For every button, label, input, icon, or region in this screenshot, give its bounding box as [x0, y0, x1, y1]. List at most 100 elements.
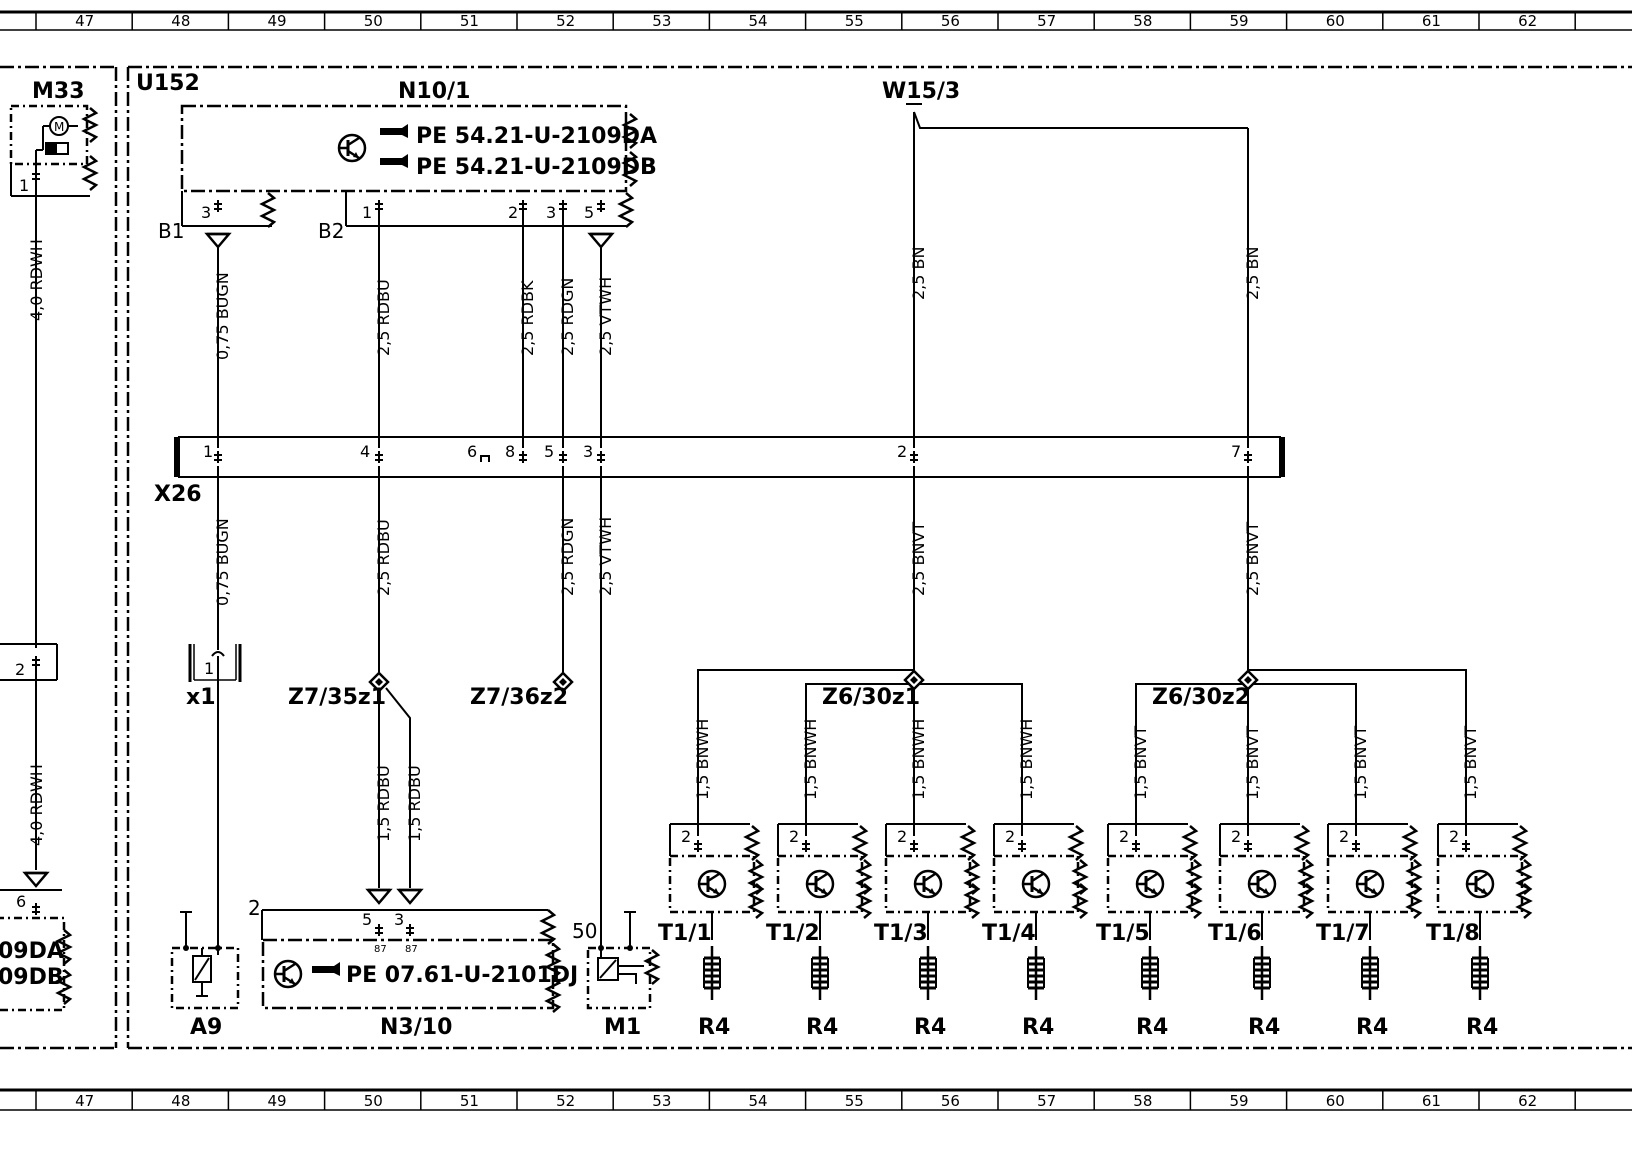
column-number: 49 [268, 12, 287, 30]
x26-label: X26 [154, 482, 202, 507]
pin-number: 2 [1119, 827, 1129, 846]
transistor-icon [913, 869, 943, 899]
svg-text:2,5 BN: 2,5 BN [1243, 247, 1262, 300]
transistor-label: T1/8 [1426, 921, 1480, 946]
svg-text:2,5 RDBK: 2,5 RDBK [518, 280, 537, 356]
transistor-icon [805, 869, 835, 899]
svg-text:1: 1 [362, 203, 372, 222]
svg-text:2: 2 [897, 442, 907, 461]
resistor-icon [1360, 944, 1380, 1002]
wires-upper [217, 111, 1249, 448]
column-number: 53 [652, 12, 671, 30]
component-x26: X26 1 4 6 8 5 3 2 7 [154, 436, 1285, 507]
svg-text:1,5 RDBU: 1,5 RDBU [405, 765, 424, 842]
transistor-icon [697, 869, 727, 899]
resistor-label: R4 [1022, 1015, 1054, 1040]
wire-label: 1,5 BNWH [801, 719, 820, 800]
x1-label: x1 [186, 685, 216, 710]
svg-text:3: 3 [394, 910, 404, 929]
wire-label: 1,5 BNVT [1243, 726, 1262, 800]
svg-text:2: 2 [508, 203, 518, 222]
transistor-module: 1,5 BNVT 2T1/7R4 [1316, 722, 1422, 1040]
wire-m33-top: 4,0 RDWH [27, 239, 46, 321]
column-number: 49 [268, 1092, 287, 1110]
transistor-icon [1135, 869, 1165, 899]
resistor-label: R4 [1248, 1015, 1280, 1040]
transistor-label: T1/2 [766, 921, 820, 946]
svg-text:2,5 BNVT: 2,5 BNVT [909, 522, 928, 596]
n3-10-label: N3/10 [380, 1015, 452, 1040]
column-number: 59 [1230, 1092, 1249, 1110]
svg-text:8: 8 [505, 442, 515, 461]
svg-text:2,5 VTWH: 2,5 VTWH [596, 277, 615, 356]
resistor-icon [1140, 944, 1160, 1002]
svg-text:2,5 RDBU: 2,5 RDBU [374, 519, 393, 596]
m33-pin-6: 6 [16, 892, 26, 911]
pin-number: 2 [897, 827, 907, 846]
wire-label: 1,5 BNWH [1017, 719, 1036, 800]
resistor-icon [918, 944, 938, 1002]
frame [0, 65, 1632, 1050]
column-number: 52 [556, 1092, 575, 1110]
pin-number: 2 [681, 827, 691, 846]
component-x1: 1 x1 [186, 644, 242, 955]
column-number: 56 [941, 1092, 960, 1110]
transistor-label: T1/5 [1096, 921, 1150, 946]
column-number: 55 [845, 12, 864, 30]
w15-3-label: W15/3 [882, 79, 960, 104]
splice-z7-35z1: Z7/35z1 [288, 671, 411, 888]
transistor-label: T1/1 [658, 921, 712, 946]
svg-text:PE 07.61-U-2101DJ: PE 07.61-U-2101DJ [346, 963, 578, 988]
column-number: 54 [749, 12, 768, 30]
transistor-label: T1/6 [1208, 921, 1262, 946]
column-number: 61 [1422, 1092, 1441, 1110]
svg-text:5: 5 [362, 910, 372, 929]
svg-text:Z6/30z2: Z6/30z2 [1152, 685, 1250, 710]
u152-label: U152 [136, 71, 200, 96]
resistor-icon [810, 944, 830, 1002]
left-ref-2: 09DB [0, 965, 64, 990]
svg-text:1,5 RDBU: 1,5 RDBU [374, 765, 393, 842]
column-number: 60 [1326, 12, 1345, 30]
component-m33: M33 M 1 4,0 RDWH 2 4,0 RDWH 6 [0, 79, 98, 1012]
svg-text:Z6/30z1: Z6/30z1 [822, 685, 920, 710]
wire-label: 1,5 BNVT [1351, 726, 1370, 800]
transistor-label: T1/7 [1316, 921, 1370, 946]
m33-label: M33 [32, 79, 85, 104]
column-number: 56 [941, 12, 960, 30]
n10-1-ref-2: PE 54.21-U-2109DB [416, 155, 657, 180]
svg-text:5: 5 [584, 203, 594, 222]
pin-number: 2 [1339, 827, 1349, 846]
column-number: 57 [1037, 1092, 1056, 1110]
pin-number: 2 [1005, 827, 1015, 846]
column-number: 48 [171, 1092, 190, 1110]
left-ref-1: 09DA [0, 939, 64, 964]
resistor-label: R4 [806, 1015, 838, 1040]
resistor-icon [1470, 944, 1490, 1002]
pin-number: 2 [1449, 827, 1459, 846]
wire-label: 1,5 BNWH [909, 719, 928, 800]
resistor-icon [1252, 944, 1272, 1002]
column-number: 47 [75, 1092, 94, 1110]
svg-text:50: 50 [572, 919, 597, 943]
column-number: 51 [460, 1092, 479, 1110]
column-number: 58 [1133, 12, 1152, 30]
wire-label: 1,5 BNVT [1461, 726, 1480, 800]
wire-label: 1,5 BNVT [1131, 726, 1150, 800]
svg-text:87: 87 [374, 944, 387, 955]
a9-label: A9 [190, 1015, 222, 1040]
transistor-icon [1247, 869, 1277, 899]
svg-text:1: 1 [203, 442, 213, 461]
component-a9: A9 [170, 911, 240, 1040]
resistor-icon [1026, 944, 1046, 1002]
resistor-label: R4 [1356, 1015, 1388, 1040]
component-n3-10: 2 5 3 87 87 PE 07.61-U-2101DJ N3/10 [248, 888, 578, 1040]
svg-text:6: 6 [467, 442, 477, 461]
svg-text:Z7/36z2: Z7/36z2 [470, 685, 568, 710]
column-number: 62 [1518, 1092, 1537, 1110]
